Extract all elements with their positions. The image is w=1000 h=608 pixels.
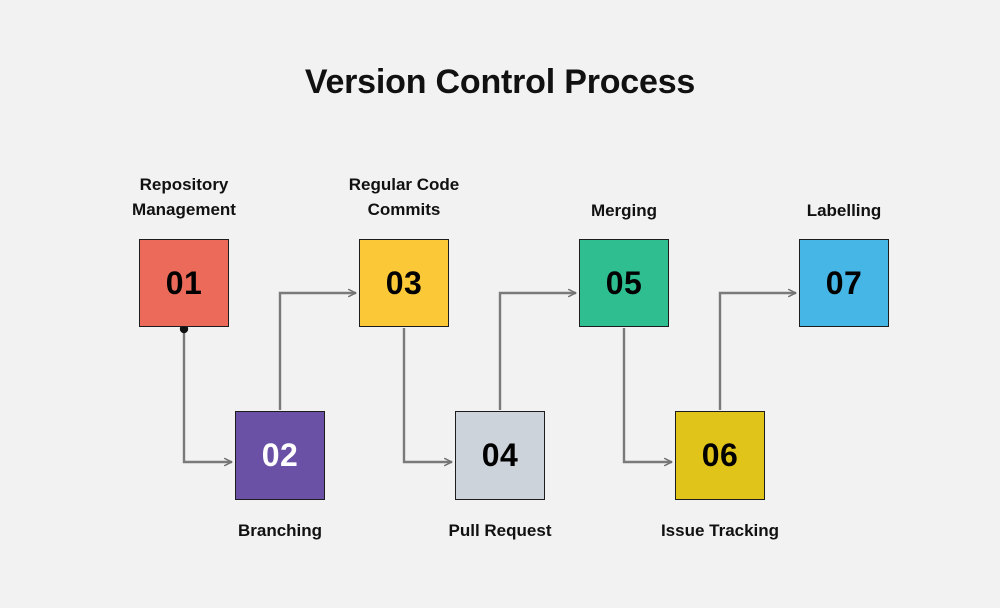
connector-01-to-02 — [179, 324, 233, 467]
connector-02-to-03 — [278, 288, 357, 410]
step-box-05[interactable]: 05 — [579, 239, 669, 327]
step-box-02[interactable]: 02 — [235, 411, 325, 500]
connector-04-to-05 — [498, 288, 577, 410]
connector-03-to-04 — [402, 328, 453, 467]
step-box-06[interactable]: 06 — [675, 411, 765, 500]
step-box-01[interactable]: 01 — [139, 239, 229, 327]
page-title: Version Control Process — [304, 63, 696, 101]
step-label-07: Labelling — [806, 201, 882, 220]
step-label-02: Branching — [237, 521, 323, 540]
step-number-03: 03 — [385, 264, 423, 301]
connector-06-to-07 — [718, 288, 797, 410]
step-label-03: Regular Code Commits — [348, 175, 460, 219]
step-number-04: 04 — [481, 437, 519, 473]
step-number-07: 07 — [825, 264, 863, 301]
step-number-01: 01 — [165, 264, 203, 301]
step-label-05: Merging — [590, 201, 658, 220]
step-box-07[interactable]: 07 — [799, 239, 889, 327]
step-box-03[interactable]: 03 — [359, 239, 449, 327]
step-label-04: Pull Request — [448, 521, 552, 540]
step-label-01: Repository Management — [132, 175, 236, 219]
step-number-06: 06 — [701, 437, 739, 473]
step-label-06: Issue Tracking — [660, 521, 780, 540]
connector-05-to-06 — [622, 328, 673, 467]
step-number-05: 05 — [605, 264, 643, 301]
step-number-02: 02 — [261, 437, 299, 473]
step-box-04[interactable]: 04 — [455, 411, 545, 500]
